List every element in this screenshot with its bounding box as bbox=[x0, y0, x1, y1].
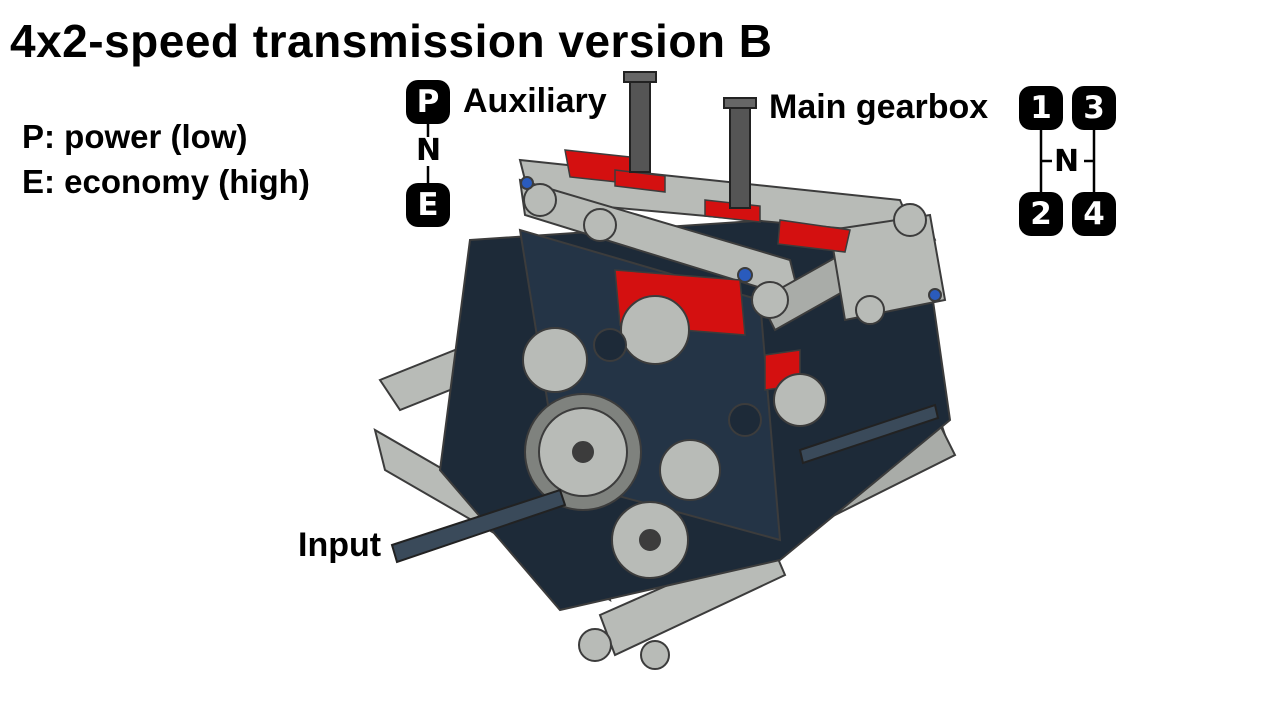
main-gear-4-badge: 4 bbox=[1072, 192, 1116, 236]
gears bbox=[522, 295, 827, 579]
aux-neutral-label: N bbox=[416, 133, 442, 168]
main-gear-1-badge: 1 bbox=[1019, 86, 1063, 130]
legend-power: P: power (low) bbox=[22, 118, 248, 155]
auxiliary-label: Auxiliary bbox=[463, 82, 607, 120]
selector-parts bbox=[564, 149, 851, 391]
main-gearbox-label: Main gearbox bbox=[769, 88, 989, 126]
legend-economy: E: economy (high) bbox=[22, 163, 310, 200]
page-title: 4x2-speed transmission version B bbox=[10, 15, 773, 67]
main-gear-2-badge: 2 bbox=[1019, 192, 1063, 236]
aux-gear-p-badge: P bbox=[406, 80, 450, 124]
input-label: Input bbox=[298, 526, 382, 564]
aux-gear-e-badge: E bbox=[406, 183, 450, 227]
input-shaft bbox=[390, 488, 567, 564]
connectors bbox=[520, 176, 942, 670]
output-axle bbox=[798, 403, 940, 465]
main-neutral-label: N bbox=[1054, 144, 1080, 179]
shift-rods bbox=[623, 71, 757, 209]
main-gear-3-badge: 3 bbox=[1072, 86, 1116, 130]
legend: P: power (low) E: economy (high) bbox=[22, 114, 310, 204]
